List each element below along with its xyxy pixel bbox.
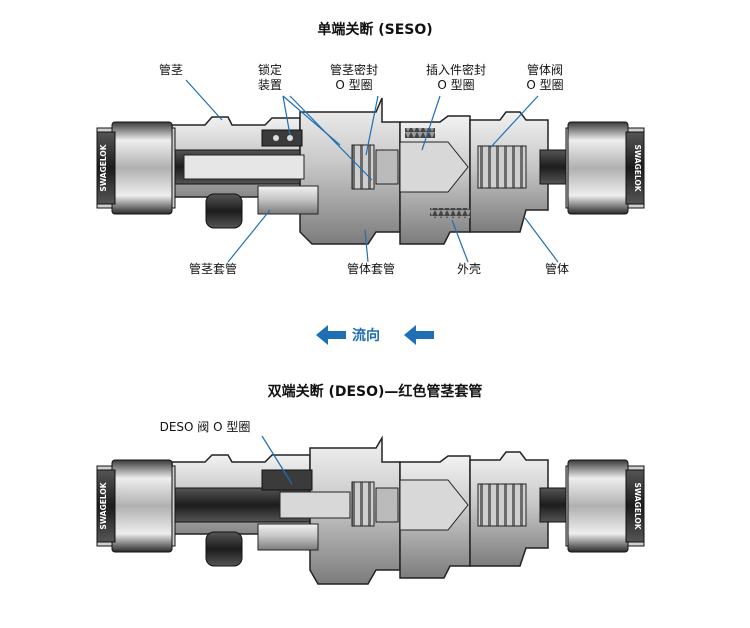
top-lock-ring <box>261 129 303 147</box>
label-deso-valve-oring: DESO 阀 O 型圈 <box>159 420 251 434</box>
label-stem-seal: 管茎密封 O 型圈 <box>322 63 386 93</box>
bottom-diagram-title: 双端关断 (DESO)—红色管茎套管 <box>267 384 483 400</box>
bottom-stem-valve <box>279 491 351 519</box>
bottom-insert <box>399 479 469 531</box>
label-stem: 管茎 <box>158 63 183 77</box>
flow-arrows <box>316 325 434 345</box>
right-flow-arrow-icon <box>404 325 434 345</box>
top-insert <box>399 141 469 193</box>
top-right-nut-brand: SWAGELOK <box>633 144 642 192</box>
label-body-sleeve: 管体套管 <box>346 262 395 276</box>
label-insert-seal-line1: 插入件密封 <box>425 63 486 77</box>
top-stem-seal <box>351 144 375 190</box>
bottom-right-nut-brand: SWAGELOK <box>633 482 642 530</box>
label-body-valve: 管体阀 O 型圈 <box>513 63 577 93</box>
label-insert-seal-line2: O 型圈 <box>437 78 475 92</box>
bottom-body-spring <box>477 483 527 527</box>
top-coupling: SWAGELOK SWAGELOK <box>96 97 645 245</box>
label-stem-sleeve: 管茎套管 <box>188 262 237 276</box>
flow-label: 流向 <box>352 328 380 344</box>
bottom-stem-seal <box>351 481 375 527</box>
bottom-coupling: SWAGELOK SWAGELOK <box>96 435 645 585</box>
label-stem-seal-line1: 管茎密封 <box>329 63 378 77</box>
label-lock-device: 锁定 装置 <box>250 63 290 93</box>
label-body-valve-line1: 管体阀 <box>526 63 563 77</box>
label-lock-device-line2: 装置 <box>257 78 282 92</box>
top-stem-inner <box>183 154 305 180</box>
top-body-spring <box>477 145 527 189</box>
label-stem-seal-line2: O 型圈 <box>335 78 373 92</box>
label-lock-device-line1: 锁定 <box>257 63 282 77</box>
top-leader-lines <box>185 79 559 263</box>
label-shell: 外壳 <box>456 262 481 276</box>
bottom-deso-sleeve <box>261 469 313 491</box>
top-stem-sleeve-body <box>257 185 319 215</box>
label-body-valve-line2: O 型圈 <box>526 78 564 92</box>
label-body: 管体 <box>544 262 569 276</box>
bottom-leader-lines <box>261 435 293 485</box>
flow-direction: 流向 <box>300 323 450 347</box>
left-flow-arrow-icon <box>316 325 346 345</box>
top-left-nut-brand: SWAGELOK <box>99 143 108 191</box>
label-insert-seal: 插入件密封 O 型圈 <box>418 63 494 93</box>
bottom-left-nut-brand: SWAGELOK <box>99 481 108 529</box>
top-diagram-title: 单端关断 (SESO) <box>317 22 433 38</box>
